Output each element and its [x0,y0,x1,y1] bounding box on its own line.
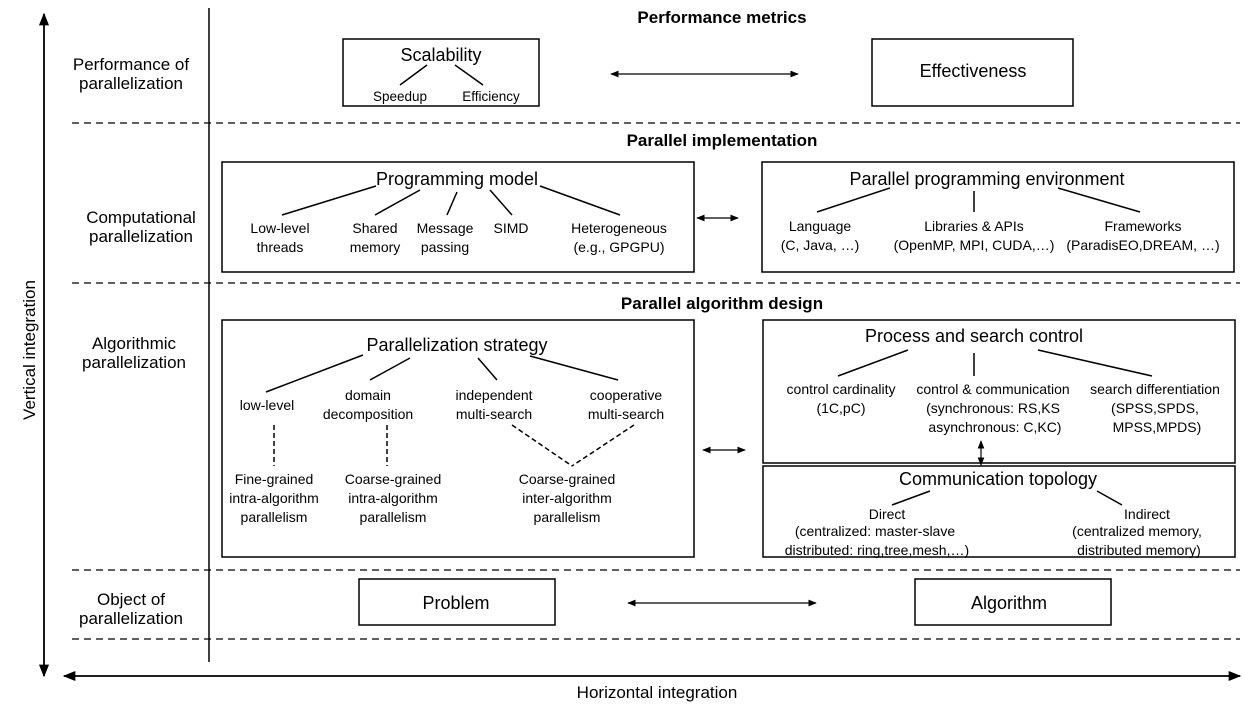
environment-box [761,161,1235,273]
search-control-box [762,319,1236,464]
strategy-dashed-link [571,424,635,467]
programming-model-connector [281,185,377,216]
programming-model-item: SIMD [493,220,529,236]
problem-label: Problem [422,593,490,613]
environment-connector [1057,187,1141,213]
problem-box [358,578,556,626]
efficiency-label: Efficiency [462,89,520,104]
environment-item: Libraries & APIs (OpenMP, MPI, CUDA,…) [893,218,1055,253]
effectiveness-label: Effectiveness [919,61,1027,81]
programming-model-item: Shared memory [349,220,401,255]
search-control-item: search differentiation (SPSS,SPDS, MPSS,… [1090,381,1220,435]
environment-item: Frameworks (ParadisEO,DREAM, …) [1066,218,1220,253]
environment-connector [816,187,891,213]
section-title-implementation: Parallel implementation [626,131,818,150]
strategy-box [221,319,695,558]
programming-model-item: Low-level threads [250,220,310,255]
strategy-connector [477,357,498,381]
topology-connector [1096,490,1123,506]
scalability-connector [454,64,484,86]
topology-direct-detail: (centralized: master-slave distributed: … [784,523,970,558]
strategy-outcome: Coarse-grained inter-algorithm paralleli… [518,471,616,525]
programming-model-box [221,161,695,273]
search-control-item: control cardinality (1C,pC) [786,381,896,416]
topology-indirect-label: Indirect [1124,506,1170,522]
search-control-item: control & communication (synchronous: RS… [916,381,1070,435]
programming-model-connector [446,191,458,216]
level-label-computational: Computational parallelization [86,208,196,246]
strategy-outcome: Fine-grained intra-algorithm parallelism [229,471,319,525]
strategy-item: low-level [239,397,295,413]
topology-indirect-detail: (centralized memory, distributed memory) [1072,523,1202,558]
topology-direct-label: Direct [868,506,906,522]
section-title-design: Parallel algorithm design [620,294,824,313]
search-control-connector [837,349,909,377]
vertical-axis-label: Vertical integration [20,280,39,420]
strategy-connector [369,357,411,381]
effectiveness-box [871,38,1074,107]
programming-model-item: Message passing [416,220,474,255]
algorithm-label: Algorithm [970,593,1048,613]
strategy-title: Parallelization strategy [366,335,548,355]
search-control-connector [1037,349,1153,377]
scalability-box [342,38,540,107]
topology-box [762,465,1236,558]
scalability-connector [399,64,428,86]
strategy-connector [265,354,364,393]
section-title-metrics: Performance metrics [637,8,807,27]
level-label-algorithmic: Algorithmic parallelization [82,334,186,372]
strategy-dashed-link [511,424,573,467]
programming-model-item: Heterogeneous (e.g., GPGPU) [571,220,667,255]
scalability-label: Scalability [400,45,482,65]
strategy-item: domain decomposition [322,387,414,422]
programming-model-title: Programming model [375,169,539,189]
topology-connector [891,490,931,506]
environment-title: Parallel programming environment [849,169,1125,189]
search-control-title: Process and search control [864,326,1084,346]
horizontal-axis-label: Horizontal integration [576,683,738,702]
level-label-performance: Performance of parallelization [72,55,190,93]
programming-model-connector [374,189,421,216]
level-label-object: Object of parallelization [79,590,183,628]
speedup-label: Speedup [372,89,428,104]
programming-model-connector [539,185,621,216]
environment-item: Language (C, Java, …) [780,218,860,253]
strategy-outcome: Coarse-grained intra-algorithm paralleli… [344,471,442,525]
strategy-item: cooperative multi-search [587,387,665,422]
programming-model-connector [489,189,513,216]
strategy-item: independent multi-search [455,387,533,422]
algorithm-box [914,578,1112,626]
topology-title: Communication topology [898,469,1098,489]
strategy-connector [529,355,619,381]
